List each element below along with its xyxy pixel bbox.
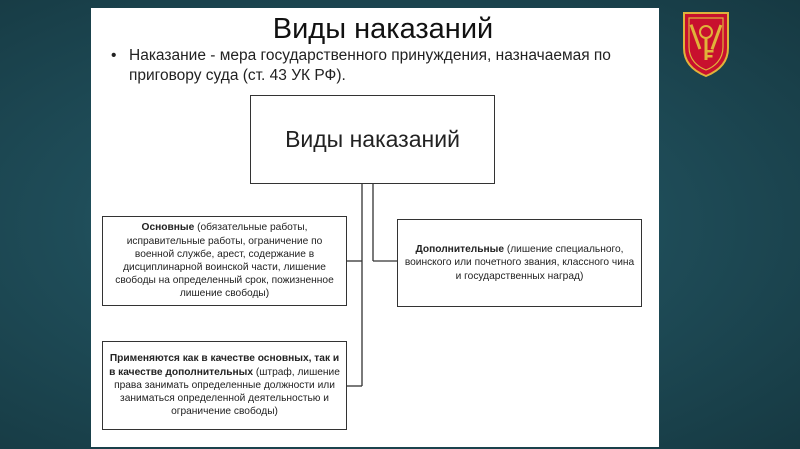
additional-punishments-heading: Дополнительные [415, 244, 504, 256]
definition-bullet: • Наказание - мера государственного прин… [111, 46, 651, 86]
main-punishments-list: (обязательные работы, исправительные раб… [115, 222, 334, 300]
root-node-box: Виды наказаний [250, 95, 495, 184]
main-punishments-box: Основные (обязательные работы, исправите… [102, 216, 347, 306]
connector-lines [347, 184, 397, 387]
mixed-punishments-heading: Применяются как в качестве основных, так… [109, 353, 340, 378]
additional-punishments-content: Дополнительные (лишение специального, во… [404, 243, 635, 283]
mixed-punishments-content: Применяются как в качестве основных, так… [109, 352, 340, 418]
root-node-label: Виды наказаний [285, 126, 460, 152]
additional-punishments-box: Дополнительные (лишение специального, во… [397, 219, 642, 307]
mixed-punishments-box: Применяются как в качестве основных, так… [102, 341, 347, 430]
mixed-punishments-list: (штраф, лишение права занимать определен… [114, 366, 340, 418]
additional-punishments-list: (лишение специального, воинского или поч… [404, 244, 635, 282]
main-punishments-content: Основные (обязательные работы, исправите… [109, 221, 340, 300]
main-punishments-heading: Основные [141, 222, 195, 234]
bullet-marker: • [111, 47, 117, 64]
definition-text: Наказание - мера государственного принуж… [129, 47, 611, 84]
slide-page: Виды наказаний • Наказание - мера госуда… [91, 8, 659, 447]
slide-title: Виды наказаний [272, 13, 494, 45]
emblem-icon [683, 12, 729, 78]
